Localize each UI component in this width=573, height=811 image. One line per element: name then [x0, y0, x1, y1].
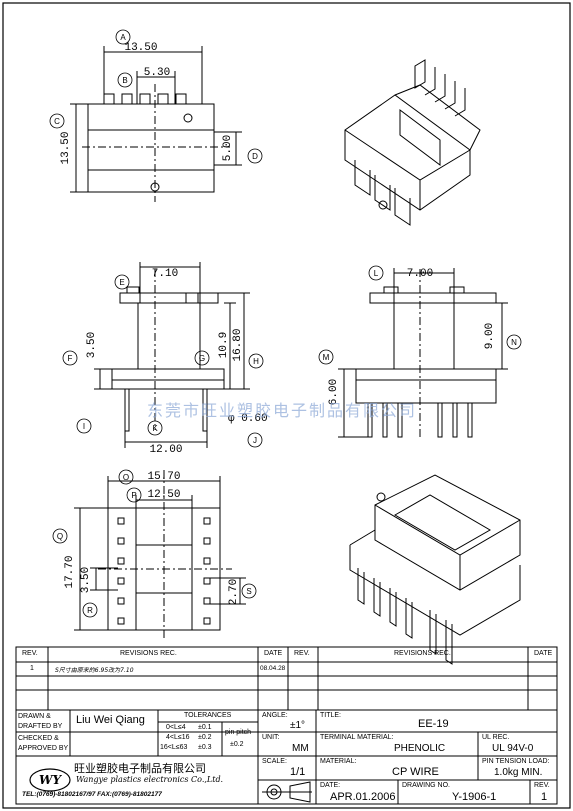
dim-top-d: 5.00 [222, 135, 234, 161]
marker-i: I [83, 422, 85, 431]
revision-row-desc: S尺寸由原来的6.95改为7.10 [55, 667, 134, 674]
pin-pitch-tol: ±0.2 [230, 741, 244, 748]
dim-bottom-s: 2.70 [228, 579, 240, 605]
marker-r: R [87, 606, 93, 615]
date-header-2: DATE [534, 650, 553, 657]
dim-bottom-o: 15.70 [147, 471, 180, 483]
marker-f: F [68, 354, 73, 363]
company-logo [29, 768, 71, 792]
dim-side-n: 9.00 [484, 323, 496, 349]
unit-label: UNIT: [262, 734, 280, 741]
dim-bottom-r: 3.50 [80, 567, 92, 593]
marker-b: B [122, 76, 127, 85]
dim-top-height: 13.50 [60, 131, 72, 164]
drawing-no-value: Y-1906-1 [452, 791, 497, 803]
angle-value: ±1° [290, 720, 306, 731]
top-view [70, 46, 242, 202]
dim-bottom-q: 17.70 [64, 555, 76, 588]
marker-e: E [119, 278, 124, 287]
drawn-by-name: Liu Wei Qiang [76, 714, 145, 726]
drawn-by-label: DRAWN & DRAFTED BY [18, 713, 63, 730]
tol-value-1: ±0.1 [198, 724, 212, 731]
checked-by-label: CHECKED & APPROVED BY [18, 735, 69, 752]
pin-tension-value: 1.0kg MIN. [494, 767, 543, 778]
marker-l: L [374, 269, 379, 278]
front-view [94, 262, 250, 448]
company-contact: TEL:(0769)-81802167/97 FAX:(0769)-818021… [22, 791, 162, 798]
date-value: APR.01.2006 [330, 791, 396, 803]
ul-value: UL 94V-0 [492, 743, 534, 754]
side-view [338, 268, 508, 440]
company-name-cn: 旺业塑胶电子制品有限公司 [74, 762, 206, 775]
isometric-view-top [344, 59, 481, 226]
tol-range-1: 0<L≤4 [166, 724, 186, 731]
watermark: 东莞市旺业塑胶电子制品有限公司 [147, 401, 417, 420]
dim-front-g: 10.9 [218, 332, 230, 358]
material-label: MATERIAL: [320, 758, 357, 765]
marker-k: K [152, 424, 158, 433]
date-label: DATE: [320, 782, 341, 789]
ul-rec-label: UL REC. [482, 734, 510, 741]
dim-top-b: 5.30 [144, 67, 170, 79]
rev-header: REV. [22, 650, 38, 657]
dim-front-bottom: 12.00 [149, 444, 182, 456]
tolerances-label: TOLERANCES [184, 712, 232, 719]
bottom-view [74, 470, 246, 640]
tol-value-3: ±0.3 [198, 744, 212, 751]
dim-side-m: 6.00 [328, 379, 340, 405]
isometric-view-bottom [349, 474, 521, 665]
scale-label: SCALE: [262, 758, 287, 765]
marker-p: P [131, 491, 136, 500]
tol-range-3: 16<L≤63 [160, 744, 188, 751]
marker-h: H [253, 357, 259, 366]
material-value: CP WIRE [392, 766, 439, 778]
title-value: EE-19 [418, 718, 449, 730]
company-name-en: Wangye plastics electronics Co.,Ltd. [76, 775, 224, 784]
scale-value: 1/1 [290, 766, 306, 778]
terminal-material-label: TERMINAL MATERIAL: [320, 734, 394, 741]
title-label: TITLE: [320, 712, 342, 719]
rev-value: 1 [541, 791, 548, 803]
pin-tension-label: PIN TENSION LOAD: [482, 758, 550, 765]
marker-q: Q [57, 532, 63, 541]
marker-n: N [511, 338, 517, 347]
company-logo-text: WY [39, 773, 62, 787]
marker-a: A [120, 33, 126, 42]
rev-header-2: REV. [294, 650, 310, 657]
dim-front-h: 16.80 [232, 328, 244, 361]
dim-top-width: 13.50 [124, 42, 157, 54]
marker-j: J [253, 436, 257, 445]
revisions-header: REVISIONS REC. [120, 650, 177, 657]
dim-bottom-p: 12.50 [147, 489, 180, 501]
revisions-header-2: REVISIONS REC. [394, 650, 451, 657]
projection-symbol [262, 781, 312, 803]
rev-label: REV. [534, 782, 550, 789]
unit-value: MM [292, 743, 309, 754]
marker-g: G [199, 354, 205, 363]
marker-s: S [246, 587, 251, 596]
dim-front-f: 3.50 [86, 332, 98, 358]
marker-c: C [54, 117, 60, 126]
dim-side-top: 7.00 [407, 268, 433, 280]
pin-pitch-label: pin pitch [225, 729, 252, 736]
marker-o: O [123, 473, 129, 482]
title-block-lines [15, 646, 558, 805]
date-header: DATE [264, 650, 283, 657]
revision-row-date: 08.04.28 [260, 665, 286, 672]
angle-label: ANGLE: [262, 712, 288, 719]
dim-front-pin: φ 0.60 [228, 413, 268, 425]
marker-d: D [252, 152, 258, 161]
revision-row-rev: 1 [30, 665, 34, 672]
tol-value-2: ±0.2 [198, 734, 212, 741]
marker-m: M [323, 353, 330, 362]
tol-range-2: 4<L≤16 [166, 734, 190, 741]
drawing-no-label: DRAWING NO. [402, 782, 450, 789]
terminal-material-value: PHENOLIC [394, 743, 446, 754]
dim-front-top: 7.10 [152, 268, 178, 280]
